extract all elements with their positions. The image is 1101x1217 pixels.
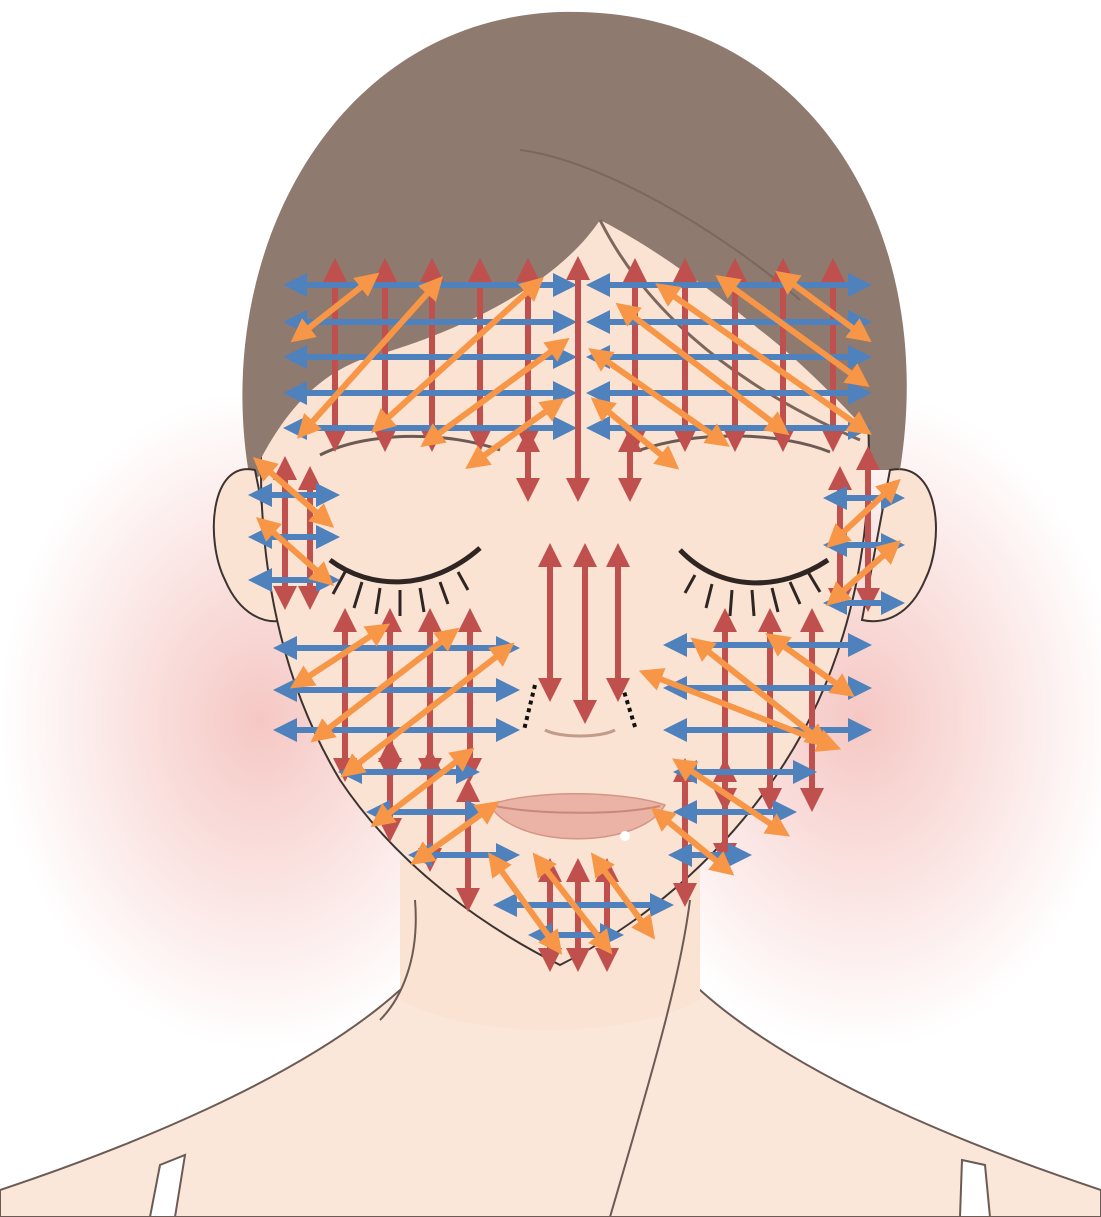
strap-right [960,1160,990,1217]
lip-highlight [620,831,630,841]
